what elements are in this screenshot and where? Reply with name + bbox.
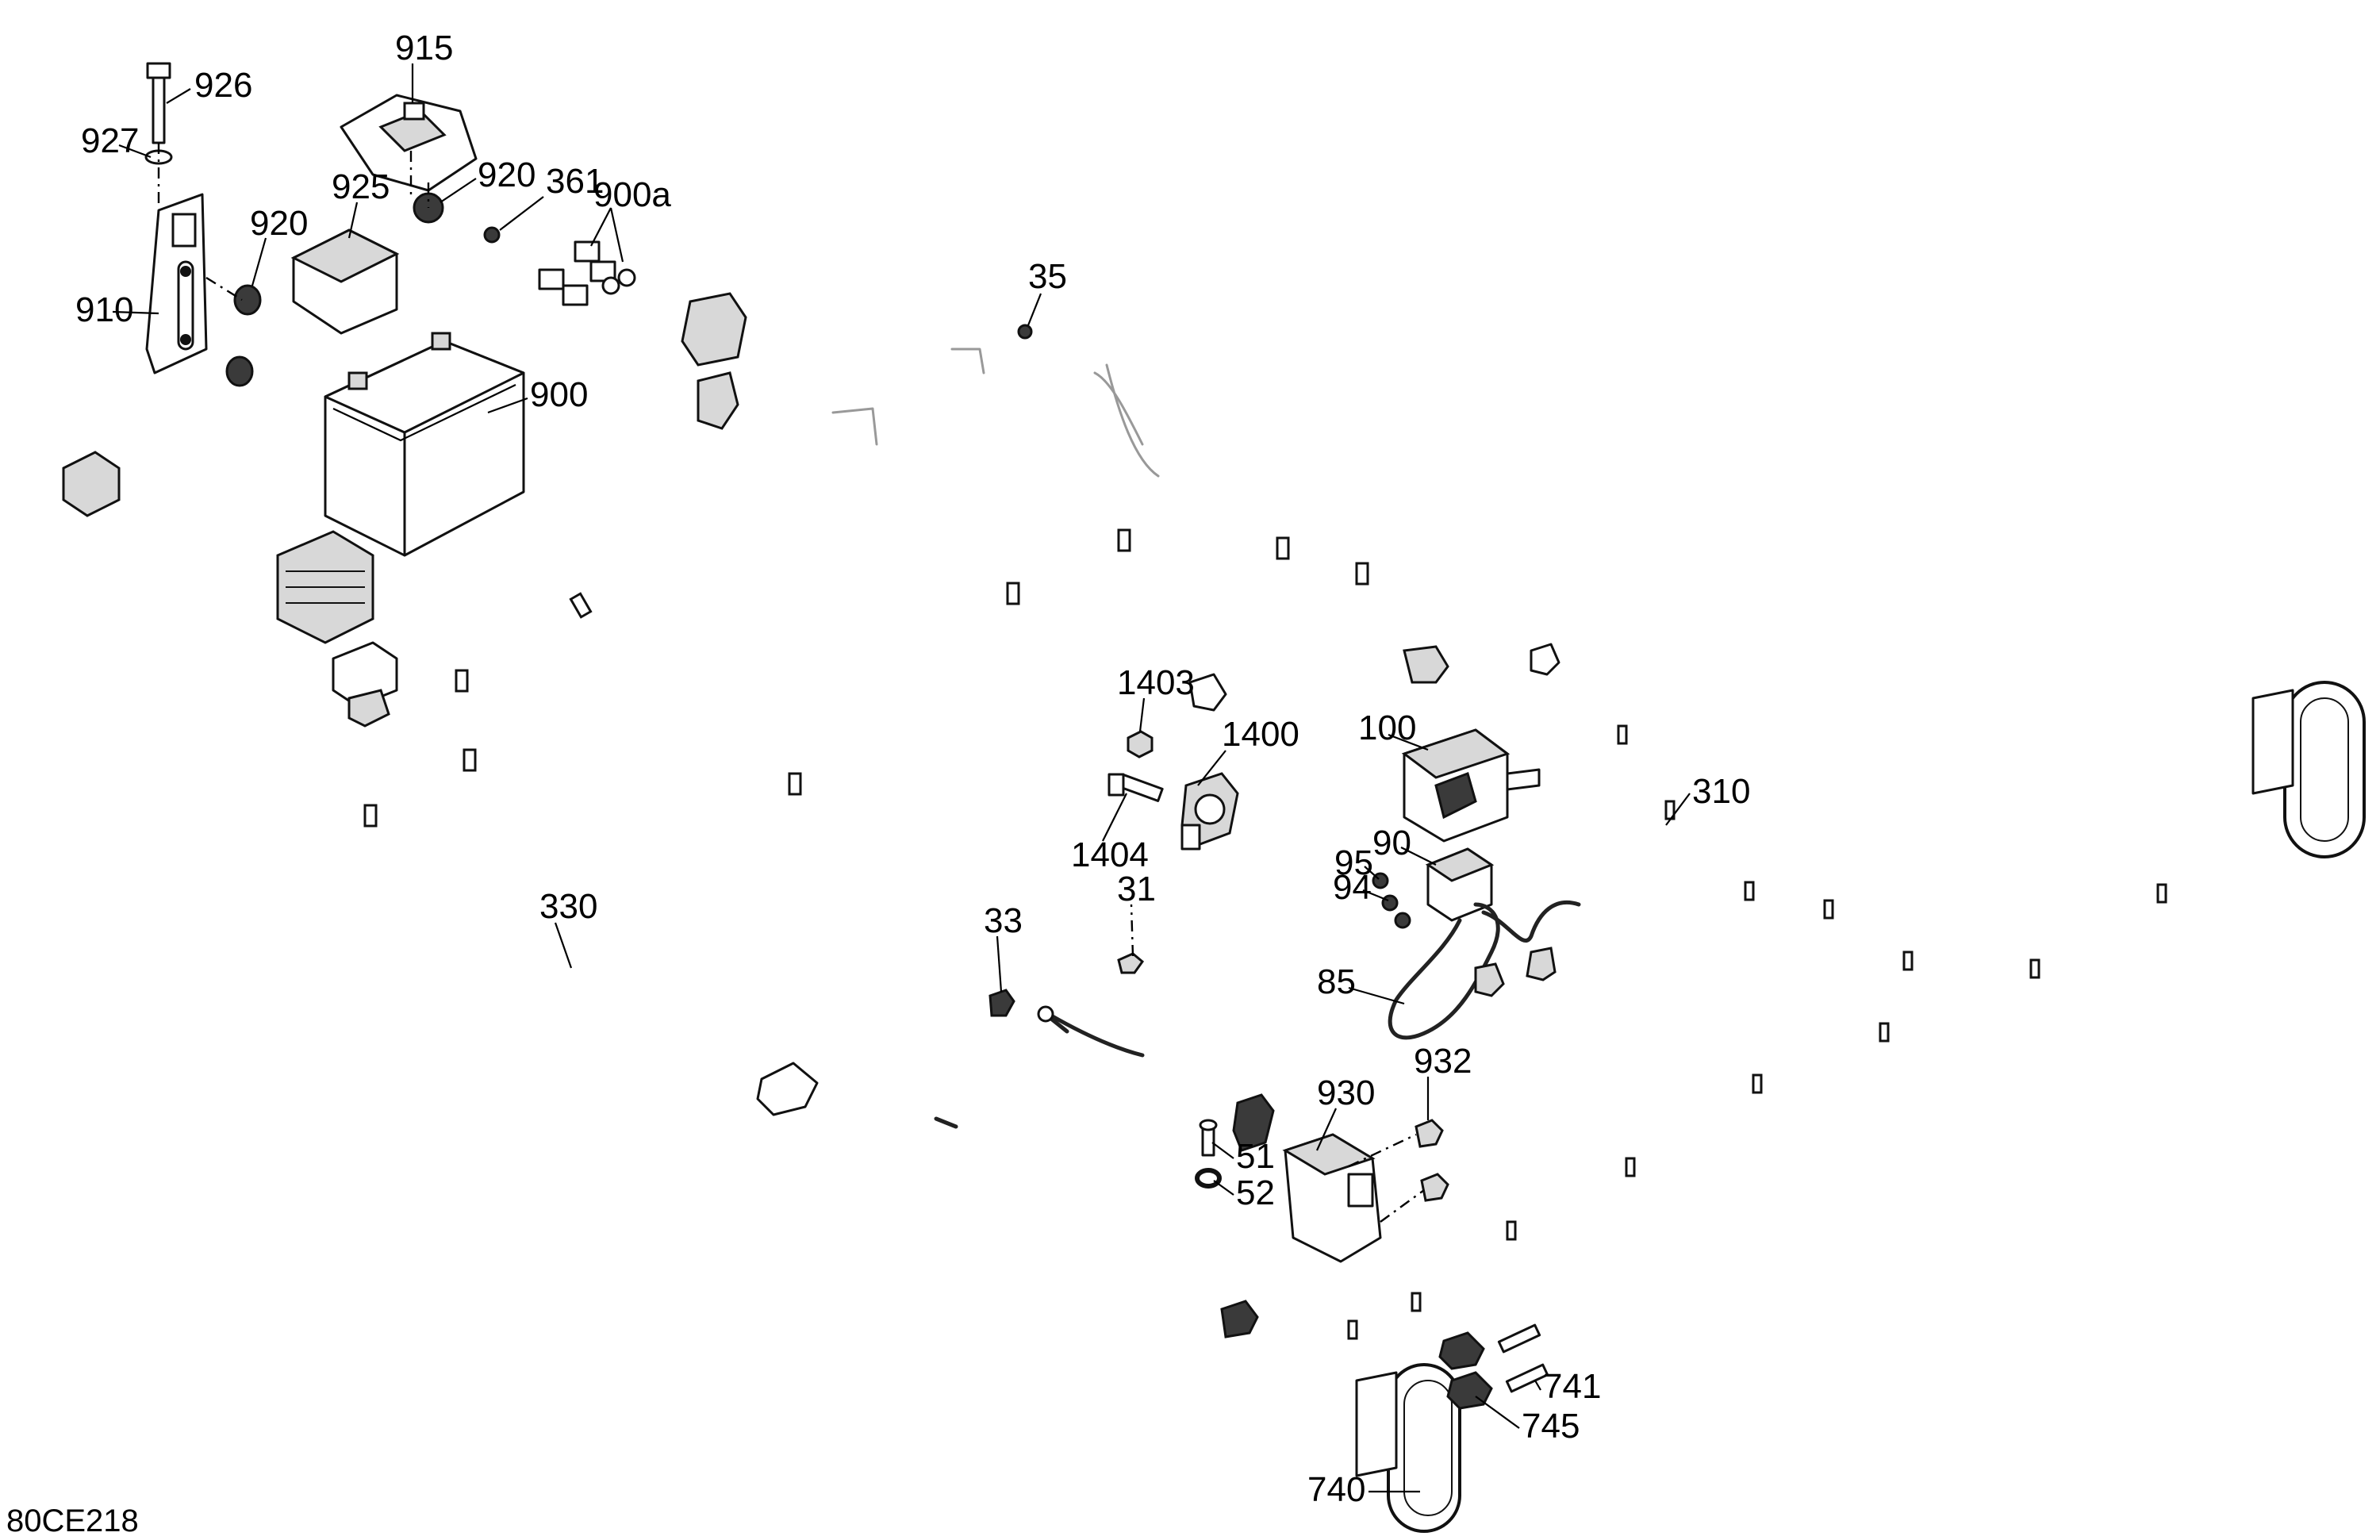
bolt bbox=[1199, 1119, 1218, 1157]
harness-clip bbox=[988, 989, 1015, 1017]
mid-connector bbox=[332, 641, 398, 728]
assembly-axis-line bbox=[1380, 1189, 1425, 1223]
wire-connector bbox=[1530, 643, 1560, 676]
callout-label: 920 bbox=[478, 156, 536, 194]
screw bbox=[1117, 904, 1145, 974]
callout-label: 361 bbox=[546, 162, 604, 201]
callout-label: 1400 bbox=[1222, 715, 1299, 754]
tail-light bbox=[2251, 681, 2366, 858]
callout-label: 900 bbox=[530, 375, 588, 414]
callout-label: 741 bbox=[1543, 1367, 1601, 1406]
ghost-frame-context bbox=[621, 340, 1160, 567]
callout-label: 925 bbox=[332, 167, 390, 206]
callout-label: 35 bbox=[1028, 257, 1067, 296]
callout-label: 926 bbox=[194, 66, 252, 105]
callout-label: 100 bbox=[1358, 709, 1416, 747]
callout-label: 927 bbox=[81, 121, 139, 160]
callout-label: 1403 bbox=[1117, 663, 1195, 702]
assembly-axis-line bbox=[205, 276, 243, 301]
upper-connector bbox=[681, 292, 747, 430]
relay-module bbox=[1401, 728, 1541, 843]
callout-label: 900a bbox=[593, 175, 671, 214]
leader-lines bbox=[112, 63, 1691, 1493]
fuse-holder bbox=[1425, 847, 1495, 922]
callout-label: 52 bbox=[1236, 1173, 1275, 1212]
callout-label: 94 bbox=[1333, 868, 1372, 907]
callout-label: 740 bbox=[1307, 1470, 1365, 1509]
harness-clips bbox=[363, 528, 2167, 1340]
callout-label: 1404 bbox=[1071, 835, 1149, 874]
nut bbox=[1127, 730, 1154, 758]
callout-label: 31 bbox=[1117, 870, 1156, 908]
terminal-cap bbox=[290, 229, 400, 335]
battery-terminal-hardware bbox=[538, 240, 636, 306]
left-connector bbox=[62, 451, 121, 517]
terminal-cover bbox=[340, 94, 478, 192]
connector-right-upper bbox=[1188, 645, 1449, 712]
bolt bbox=[1107, 773, 1164, 802]
callout-label: 932 bbox=[1414, 1042, 1472, 1081]
ground-terminal bbox=[1037, 1005, 1145, 1058]
callout-label: 90 bbox=[1372, 824, 1411, 862]
bolt bbox=[1497, 1323, 1549, 1393]
grommet bbox=[1438, 1331, 1493, 1410]
wire-connector bbox=[1220, 1300, 1259, 1338]
diagram-code: 80CE218 bbox=[6, 1504, 139, 1538]
callout-labels: 926 927 915 920 925 361 900a 920 910 900… bbox=[75, 29, 1750, 1509]
wire-end-connector bbox=[756, 1062, 819, 1116]
voltage-regulator bbox=[1282, 1133, 1382, 1263]
bolt bbox=[146, 62, 171, 144]
callout-label: 930 bbox=[1317, 1073, 1375, 1112]
sub-harness bbox=[1388, 900, 1581, 1040]
screw bbox=[1372, 872, 1411, 929]
callout-label: 745 bbox=[1522, 1407, 1580, 1446]
battery-hold-down-bracket bbox=[145, 193, 208, 374]
callout-label: 51 bbox=[1236, 1137, 1275, 1176]
main-connector bbox=[276, 530, 374, 644]
callout-label: 330 bbox=[539, 887, 597, 926]
callout-label: 33 bbox=[984, 901, 1023, 940]
callout-label: 85 bbox=[1317, 962, 1356, 1001]
tail-light bbox=[1355, 1363, 1461, 1533]
nut bbox=[1415, 1119, 1449, 1202]
callout-label: 910 bbox=[75, 290, 133, 329]
callout-label: 920 bbox=[250, 204, 308, 243]
callout-label: 95 bbox=[1334, 843, 1373, 882]
nut bbox=[483, 226, 1033, 340]
module-connector bbox=[1232, 1093, 1275, 1152]
callout-label: 915 bbox=[395, 29, 453, 67]
callout-label: 310 bbox=[1692, 772, 1750, 811]
washer bbox=[1195, 1168, 1222, 1189]
sensor bbox=[1180, 772, 1239, 851]
battery bbox=[324, 332, 525, 557]
